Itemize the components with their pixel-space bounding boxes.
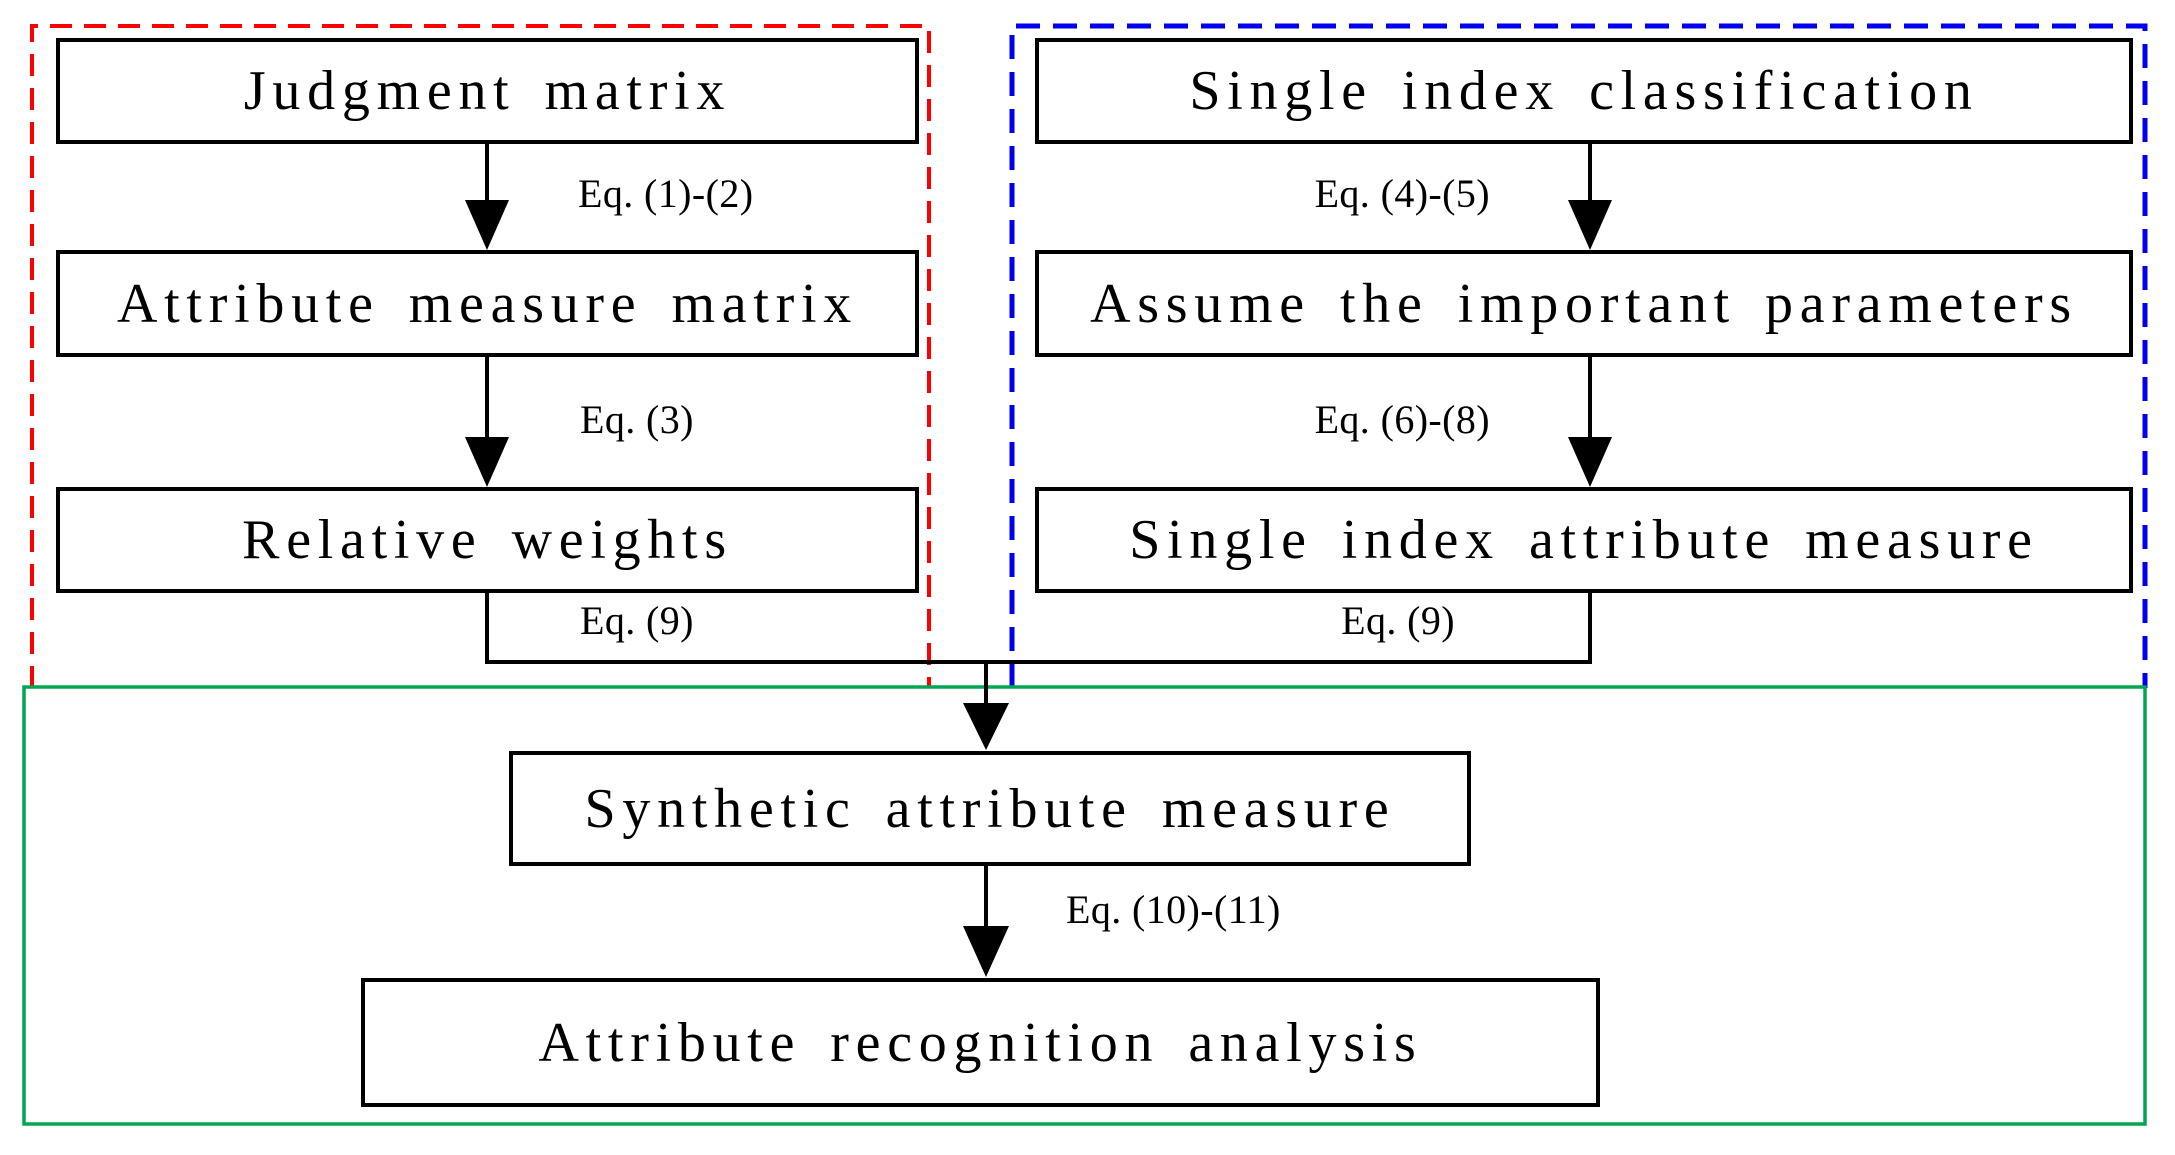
merge-drop-arrowhead xyxy=(963,703,1009,750)
edge-label-eq-1-2: Eq. (1)-(2) xyxy=(578,171,754,216)
bottom-group-border xyxy=(22,685,2147,1126)
edge-label-eq-10-11: Eq. (10)-(11) xyxy=(1066,887,1281,932)
edge-label-eq-3: Eq. (3) xyxy=(580,397,694,442)
node-single-index-attribute-measure: Single index attribute measure xyxy=(1035,487,2133,593)
left-group-border xyxy=(30,24,931,688)
node-judgment-matrix: Judgment matrix xyxy=(56,38,919,144)
edge-synthetic-to-recognition-arrowhead xyxy=(963,926,1009,977)
edge-judgment-to-measure-arrowhead xyxy=(465,200,509,250)
node-attribute-measure-matrix: Attribute measure matrix xyxy=(56,250,919,357)
node-relative-weights: Relative weights xyxy=(56,487,919,593)
node-synthetic-attribute-measure: Synthetic attribute measure xyxy=(509,751,1471,866)
right-group-border xyxy=(1009,23,2148,688)
edge-label-eq-4-5: Eq. (4)-(5) xyxy=(1314,171,1490,216)
edge-measure-to-weights-arrowhead xyxy=(465,437,509,487)
node-single-index-classification: Single index classification xyxy=(1035,38,2133,144)
edge-label-eq-9-right: Eq. (9) xyxy=(1341,598,1455,643)
edge-assume-to-singlemeasure-arrowhead xyxy=(1568,437,1612,487)
node-attribute-recognition-analysis: Attribute recognition analysis xyxy=(361,978,1600,1107)
edge-classification-to-assume-arrowhead xyxy=(1568,200,1612,250)
edge-label-eq-9-left: Eq. (9) xyxy=(580,598,694,643)
edge-label-eq-6-8: Eq. (6)-(8) xyxy=(1314,397,1490,442)
node-assume-important-parameters: Assume the important parameters xyxy=(1035,250,2133,357)
